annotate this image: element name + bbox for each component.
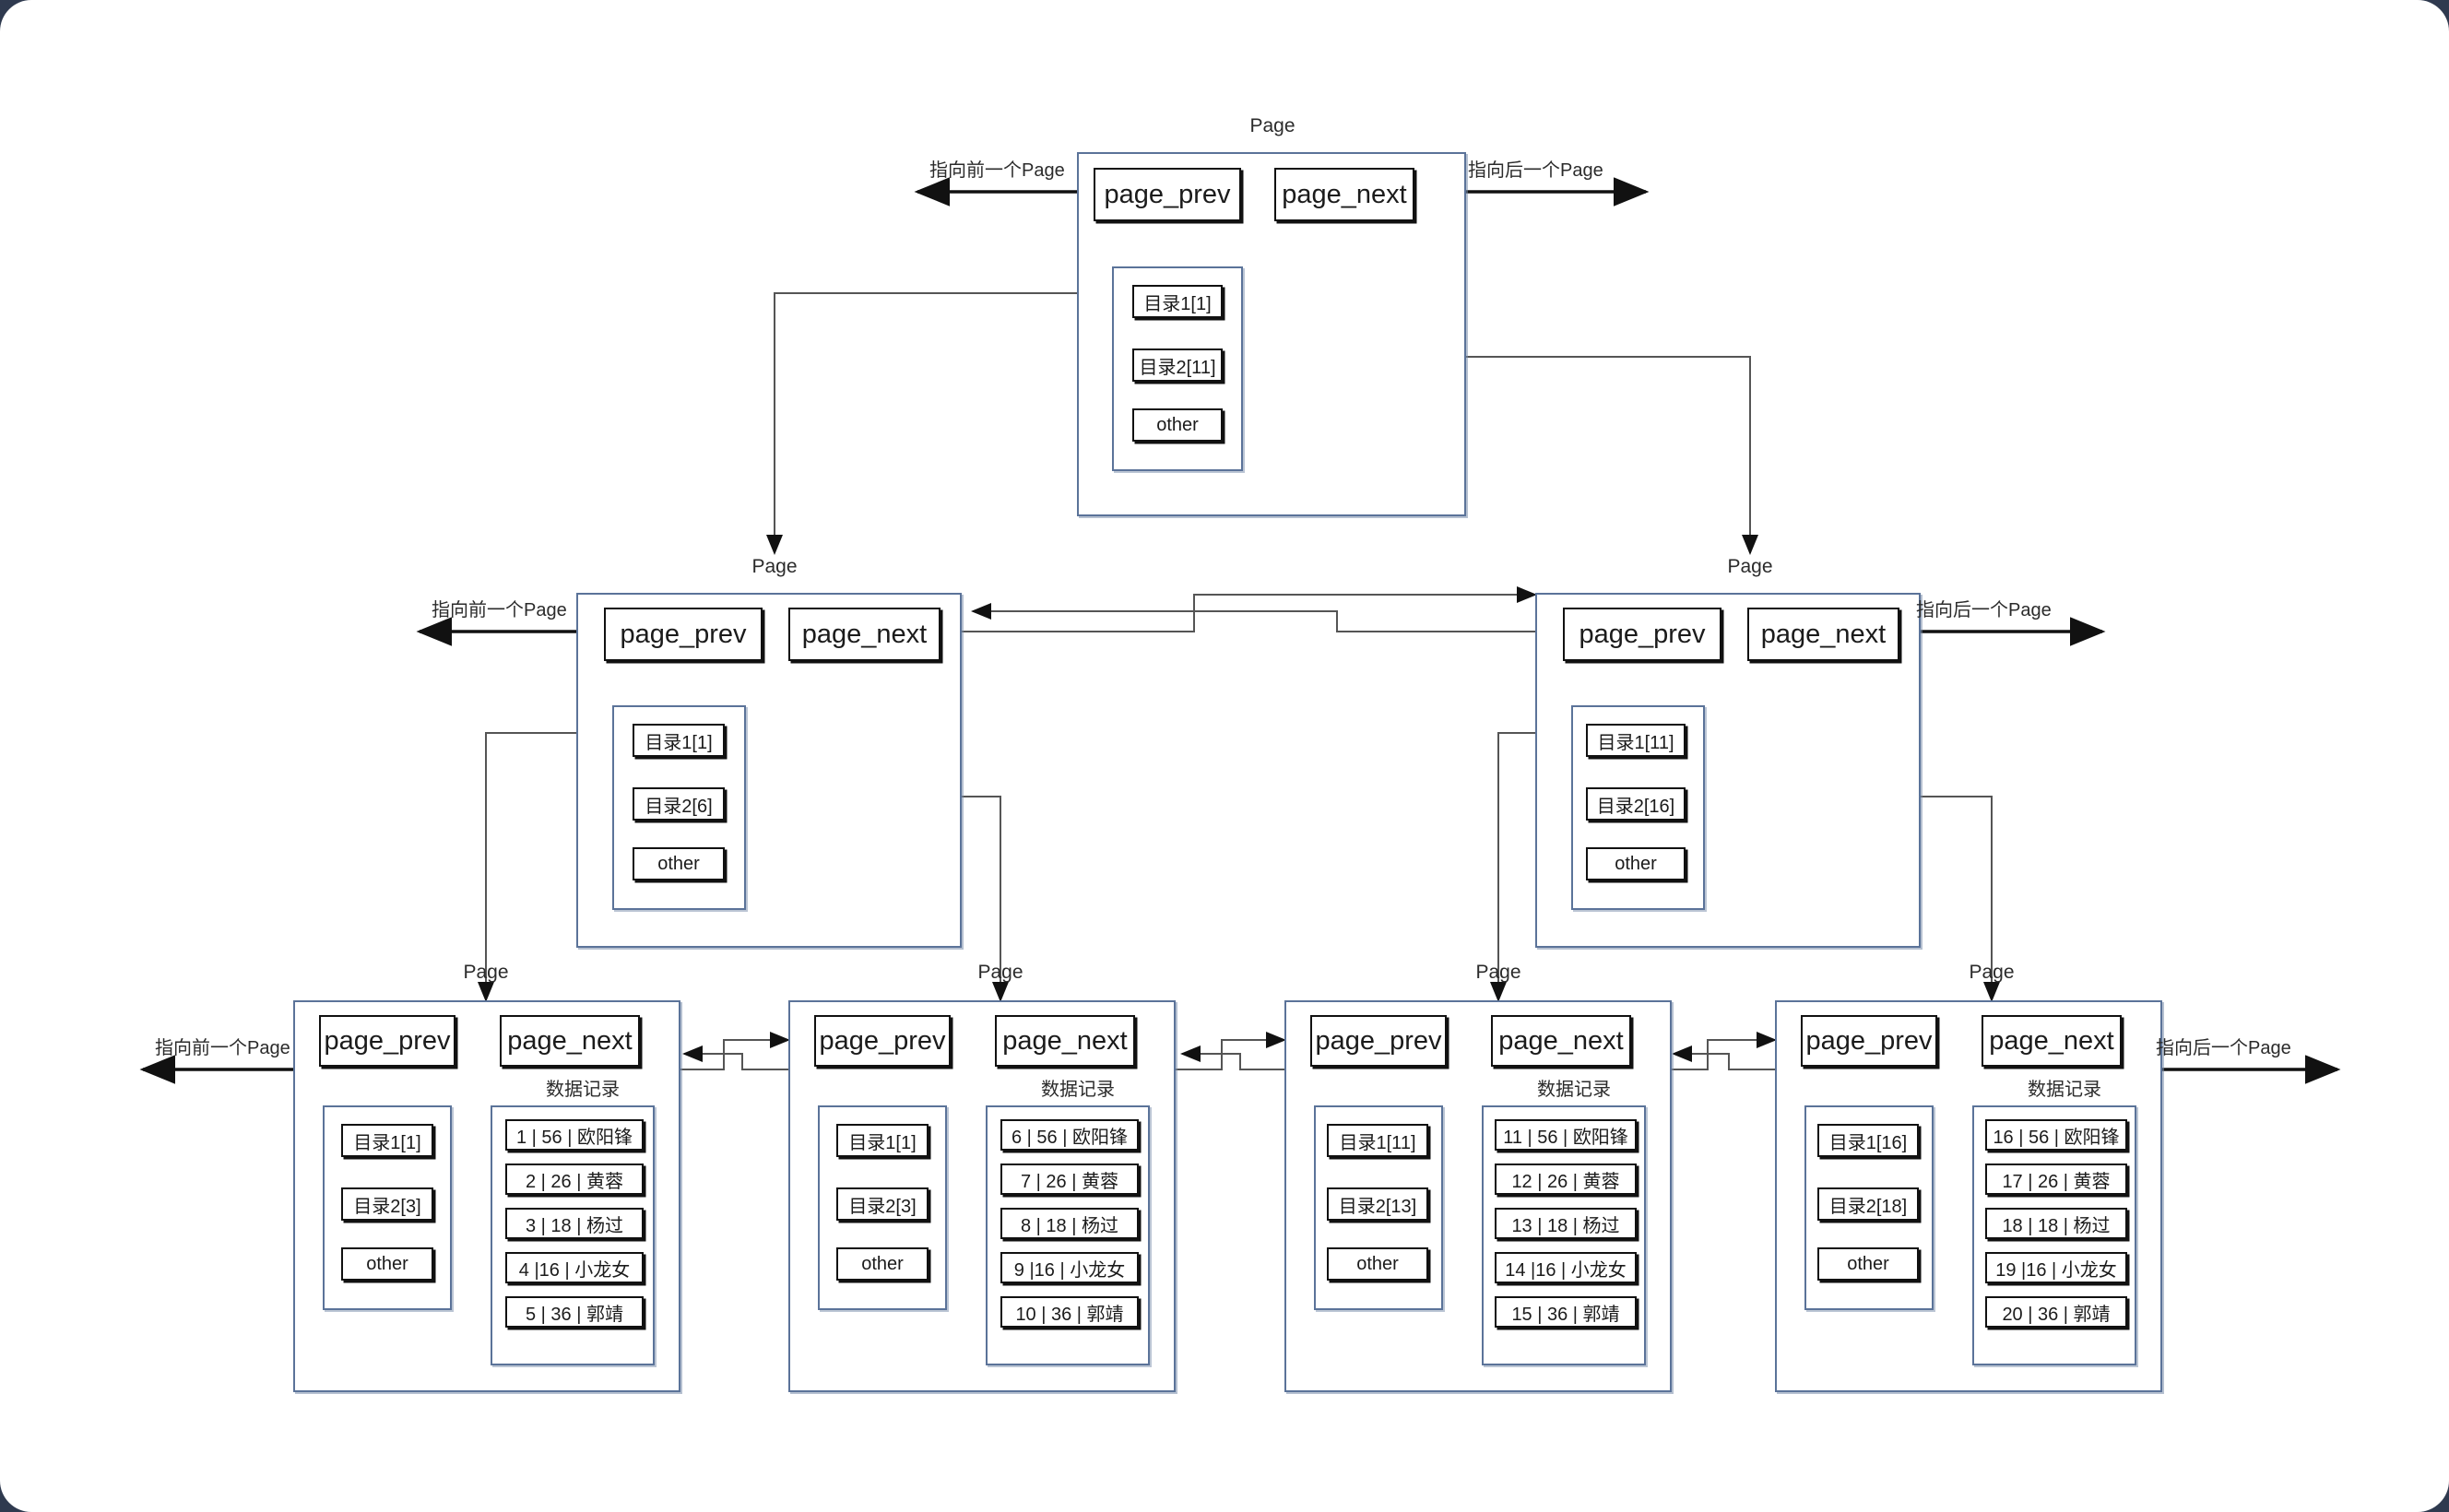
page-prev-mid-right[interactable]: page_prev (1563, 608, 1721, 661)
page-node-leaf-2[interactable]: page_prev page_next 数据记录 目录1[1] 目录2[3] o… (788, 1000, 1176, 1392)
records-group-leaf-3: 11 | 56 | 欧阳锋 12 | 26 | 黄蓉 13 | 18 | 杨过 … (1482, 1105, 1646, 1365)
records-caption-leaf-3: 数据记录 (1537, 1080, 1611, 1100)
records-group-leaf-2: 6 | 56 | 欧阳锋 7 | 26 | 黄蓉 8 | 18 | 杨过 9 |… (986, 1105, 1150, 1365)
page-prev-leaf-4[interactable]: page_prev (1801, 1015, 1937, 1067)
record-row[interactable]: 7 | 26 | 黄蓉 (1000, 1164, 1139, 1195)
records-caption-leaf-2: 数据记录 (1041, 1080, 1115, 1100)
record-row[interactable]: 9 |16 | 小龙女 (1000, 1252, 1139, 1283)
midleft-next-to-midright (922, 586, 1537, 632)
record-row[interactable]: 3 | 18 | 杨过 (505, 1208, 644, 1239)
records-caption-leaf-4: 数据记录 (2028, 1080, 2101, 1100)
page-caption-mid-left: Page (751, 556, 798, 577)
dir-entry-other-leaf-1[interactable]: other (341, 1247, 433, 1281)
record-row[interactable]: 15 | 36 | 郭靖 (1495, 1296, 1637, 1328)
records-group-leaf-4: 16 | 56 | 欧阳锋 17 | 26 | 黄蓉 18 | 18 | 杨过 … (1972, 1105, 2136, 1365)
dir-entry-2-mid-left[interactable]: 目录2[6] (633, 787, 725, 821)
page-node-leaf-1[interactable]: page_prev page_next 数据记录 目录1[1] 目录2[3] o… (293, 1000, 680, 1392)
page-next-leaf-2[interactable]: page_next (995, 1015, 1135, 1067)
records-group-leaf-1: 1 | 56 | 欧阳锋 2 | 26 | 黄蓉 3 | 18 | 杨过 4 |… (491, 1105, 655, 1365)
page-caption-leaf-2: Page (977, 962, 1023, 983)
dir-entry-2-leaf-3[interactable]: 目录2[13] (1327, 1187, 1428, 1221)
records-caption-leaf-1: 数据记录 (546, 1080, 620, 1100)
midleft-dir1-to-leaf1 (478, 732, 616, 1002)
midleft-prev-edge-label: 指向前一个Page (432, 600, 567, 620)
leaf4-next-edge-label: 指向后一个Page (2156, 1038, 2291, 1058)
directory-group-leaf-3: 目录1[11] 目录2[13] other (1314, 1105, 1443, 1310)
record-row[interactable]: 8 | 18 | 杨过 (1000, 1208, 1139, 1239)
record-row[interactable]: 13 | 18 | 杨过 (1495, 1208, 1637, 1239)
root-prev-edge-label: 指向前一个Page (929, 160, 1065, 181)
page-caption-root: Page (1249, 115, 1295, 136)
leaf3-prev-to-leaf2 (1180, 1045, 1307, 1070)
dir-entry-2-leaf-4[interactable]: 目录2[18] (1817, 1187, 1919, 1221)
page-next-leaf-1[interactable]: page_next (500, 1015, 640, 1067)
page-next-leaf-3[interactable]: page_next (1491, 1015, 1631, 1067)
page-next-mid-left[interactable]: page_next (788, 608, 941, 661)
midright-next-edge-label: 指向后一个Page (1916, 600, 2052, 620)
directory-group-root: 目录1[1] 目录2[11] other (1112, 266, 1243, 471)
dir-entry-1-mid-left[interactable]: 目录1[1] (633, 724, 725, 757)
dir-entry-other-root[interactable]: other (1132, 408, 1223, 442)
dir-entry-2-mid-right[interactable]: 目录2[16] (1586, 787, 1686, 821)
page-prev-mid-left[interactable]: page_prev (604, 608, 763, 661)
record-row[interactable]: 14 |16 | 小龙女 (1495, 1252, 1637, 1283)
page-node-leaf-4[interactable]: page_prev page_next 数据记录 目录1[16] 目录2[18]… (1775, 1000, 2162, 1392)
dir-entry-1-leaf-2[interactable]: 目录1[1] (836, 1124, 929, 1157)
dir-entry-2-root[interactable]: 目录2[11] (1132, 348, 1223, 382)
record-row[interactable]: 18 | 18 | 杨过 (1985, 1208, 2127, 1239)
page-caption-leaf-1: Page (463, 962, 509, 983)
record-row[interactable]: 5 | 36 | 郭靖 (505, 1296, 644, 1328)
record-row[interactable]: 11 | 56 | 欧阳锋 (1495, 1119, 1637, 1151)
page-node-mid-left[interactable]: page_prev page_next 目录1[1] 目录2[6] other (576, 593, 962, 948)
leaf4-prev-to-leaf3 (1672, 1045, 1798, 1070)
dir-entry-other-leaf-4[interactable]: other (1817, 1247, 1919, 1281)
directory-group-leaf-2: 目录1[1] 目录2[3] other (818, 1105, 947, 1310)
page-caption-leaf-4: Page (1969, 962, 2015, 983)
page-next-mid-right[interactable]: page_next (1747, 608, 1899, 661)
record-row[interactable]: 4 |16 | 小龙女 (505, 1252, 644, 1283)
directory-group-leaf-4: 目录1[16] 目录2[18] other (1804, 1105, 1934, 1310)
page-caption-mid-right: Page (1727, 556, 1773, 577)
midright-prev-to-midleft (971, 603, 1558, 632)
record-row[interactable]: 6 | 56 | 欧阳锋 (1000, 1119, 1139, 1151)
leaf2-prev-to-leaf1 (682, 1045, 811, 1070)
page-prev-leaf-2[interactable]: page_prev (814, 1015, 951, 1067)
dir-entry-1-root[interactable]: 目录1[1] (1132, 285, 1223, 318)
root-next-edge-label: 指向后一个Page (1468, 160, 1603, 181)
page-caption-leaf-3: Page (1475, 962, 1521, 983)
leaf1-prev-edge-label: 指向前一个Page (155, 1038, 290, 1058)
dir-entry-other-mid-left[interactable]: other (633, 847, 725, 880)
dir-entry-other-leaf-3[interactable]: other (1327, 1247, 1428, 1281)
root-dir1-to-midleft (766, 292, 1130, 555)
page-next-leaf-4[interactable]: page_next (1982, 1015, 2122, 1067)
page-next-root[interactable]: page_next (1274, 168, 1414, 221)
dir-entry-1-leaf-4[interactable]: 目录1[16] (1817, 1124, 1919, 1157)
page-prev-root[interactable]: page_prev (1094, 168, 1241, 221)
directory-group-leaf-1: 目录1[1] 目录2[3] other (323, 1105, 452, 1310)
record-row[interactable]: 2 | 26 | 黄蓉 (505, 1164, 644, 1195)
record-row[interactable]: 16 | 56 | 欧阳锋 (1985, 1119, 2127, 1151)
page-prev-leaf-1[interactable]: page_prev (319, 1015, 455, 1067)
record-row[interactable]: 12 | 26 | 黄蓉 (1495, 1164, 1637, 1195)
dir-entry-other-mid-right[interactable]: other (1586, 847, 1686, 880)
dir-entry-other-leaf-2[interactable]: other (836, 1247, 929, 1281)
record-row[interactable]: 1 | 56 | 欧阳锋 (505, 1119, 644, 1151)
dir-entry-2-leaf-2[interactable]: 目录2[3] (836, 1187, 929, 1221)
page-node-leaf-3[interactable]: page_prev page_next 数据记录 目录1[11] 目录2[13]… (1284, 1000, 1672, 1392)
page-node-root[interactable]: page_prev page_next 目录1[1] 目录2[11] other (1077, 152, 1466, 516)
page-node-mid-right[interactable]: page_prev page_next 目录1[11] 目录2[16] othe… (1535, 593, 1921, 948)
record-row[interactable]: 20 | 36 | 郭靖 (1985, 1296, 2127, 1328)
dir-entry-1-mid-right[interactable]: 目录1[11] (1586, 724, 1686, 757)
dir-entry-1-leaf-1[interactable]: 目录1[1] (341, 1124, 433, 1157)
dir-entry-1-leaf-3[interactable]: 目录1[11] (1327, 1124, 1428, 1157)
directory-group-mid-right: 目录1[11] 目录2[16] other (1571, 705, 1705, 910)
page-prev-leaf-3[interactable]: page_prev (1310, 1015, 1447, 1067)
record-row[interactable]: 10 | 36 | 郭靖 (1000, 1296, 1139, 1328)
record-row[interactable]: 19 |16 | 小龙女 (1985, 1252, 2127, 1283)
record-row[interactable]: 17 | 26 | 黄蓉 (1985, 1164, 2127, 1195)
directory-group-mid-left: 目录1[1] 目录2[6] other (612, 705, 746, 910)
dir-entry-2-leaf-1[interactable]: 目录2[3] (341, 1187, 433, 1221)
